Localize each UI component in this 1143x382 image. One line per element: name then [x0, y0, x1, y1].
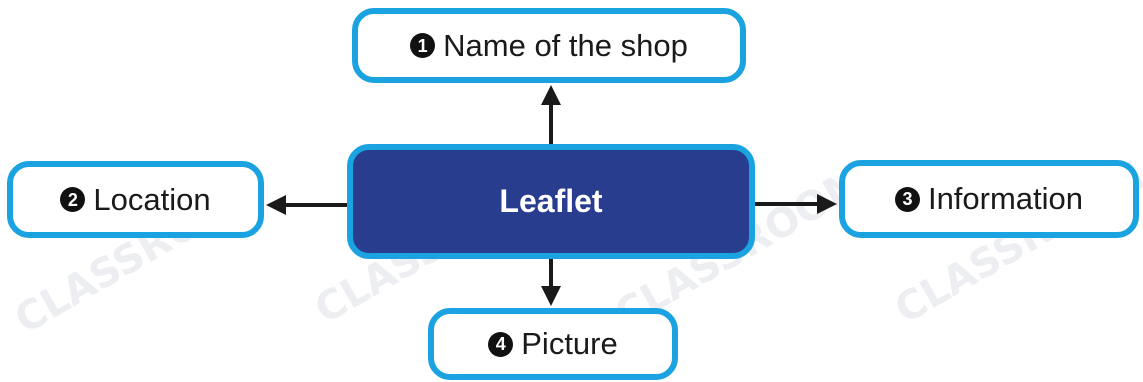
center-node: Leaflet	[347, 144, 755, 259]
node-location: 2 Location	[7, 161, 264, 238]
node-label-information: Information	[927, 181, 1084, 216]
number-badge-1: 1	[410, 33, 436, 58]
node-picture: 4 Picture	[428, 308, 678, 380]
node-information: 3 Information	[839, 160, 1139, 238]
node-label-picture: Picture	[521, 326, 618, 361]
number-badge-3: 3	[894, 186, 920, 212]
number-badge-2: 2	[60, 187, 86, 212]
number-badge-4: 4	[488, 331, 514, 357]
center-label: Leaflet	[499, 183, 603, 219]
node-name-of-shop: 1 Name of the shop	[352, 8, 746, 83]
node-label-location: Location	[93, 181, 211, 217]
node-label-name-of-shop: Name of the shop	[443, 27, 688, 63]
